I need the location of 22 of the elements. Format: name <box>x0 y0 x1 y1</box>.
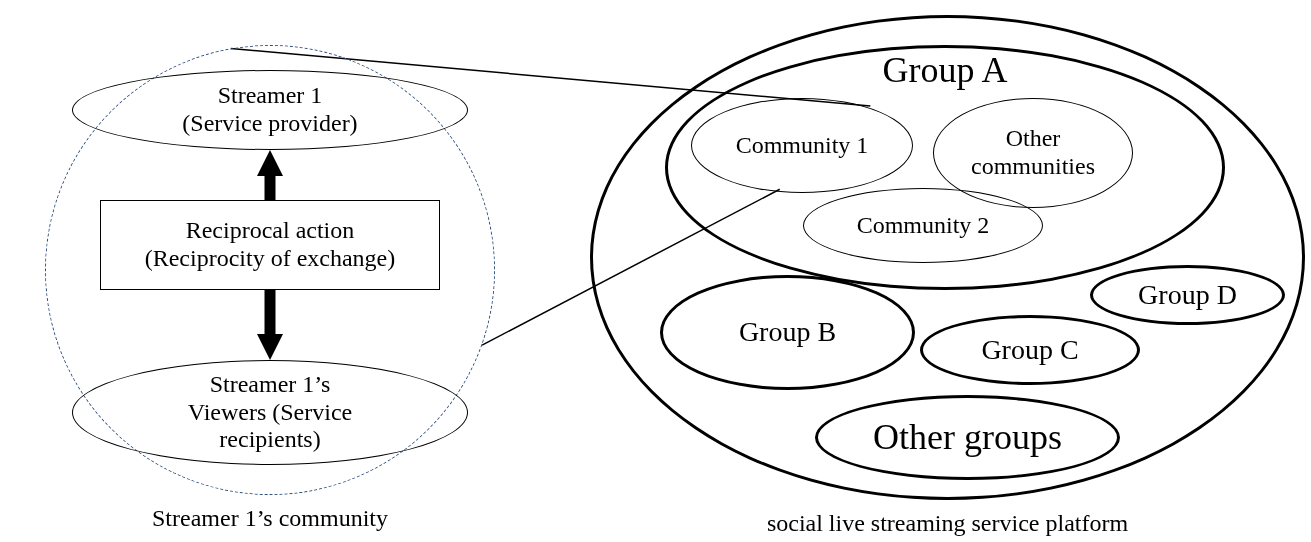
node-label: Group B <box>738 316 837 349</box>
action-box <box>100 200 440 290</box>
node-label: Group A <box>882 50 1008 92</box>
node-label: Other groups <box>873 416 1062 459</box>
node-label: social live streaming service platform <box>765 510 1130 538</box>
viewers-ellipse <box>72 360 468 465</box>
group-ellipse <box>660 275 915 390</box>
node-label: Community 1 <box>735 131 869 160</box>
block-arrow <box>257 290 283 360</box>
node-label: Community 2 <box>856 211 990 240</box>
group-ellipse <box>1090 265 1285 325</box>
node-label: Group D <box>1138 278 1237 312</box>
node-label: Streamer 1’s Viewers (Service recipients) <box>186 371 354 454</box>
node-label: Other communities <box>970 125 1096 181</box>
block-arrow <box>257 150 283 200</box>
group-ellipse <box>815 395 1120 480</box>
node-label: Group C <box>981 333 1079 367</box>
connector-line <box>481 188 781 346</box>
node-label: Streamer 1 (Service provider) <box>181 82 359 138</box>
group-ellipse <box>920 315 1140 385</box>
node-label: Streamer 1’s community <box>151 505 389 533</box>
node-label: Reciprocal action (Reciprocity of exchange) <box>143 217 397 273</box>
